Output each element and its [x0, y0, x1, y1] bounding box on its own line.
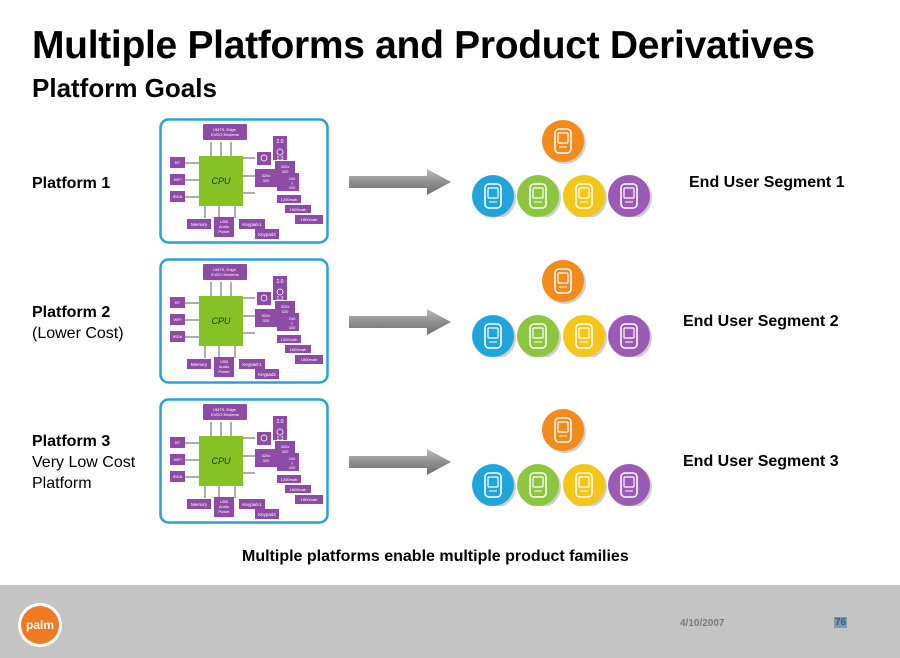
battery-label: 1600mah — [290, 347, 307, 352]
segment-3-label: End User Segment 3 — [683, 453, 839, 470]
camera-label: 1.3 — [277, 436, 284, 442]
io-chip-label: WiFi — [174, 317, 182, 322]
device-green-icon — [517, 175, 561, 219]
battery-label: 1200mah — [281, 337, 298, 342]
platform-3-arrow — [349, 449, 453, 475]
page-number: 76 — [834, 617, 848, 628]
palm-logo: palm — [17, 602, 63, 648]
device-blue-icon — [472, 464, 516, 508]
device-green-icon — [517, 315, 561, 359]
battery-label: 1600mah — [290, 487, 307, 492]
battery-label: 1600mah — [290, 207, 307, 212]
cpu-label: CPU — [211, 456, 231, 466]
keypad-label: Keypad-1 — [242, 502, 262, 507]
io-chip-label: WiFi — [174, 177, 182, 182]
io-chip-label: IRDA — [173, 474, 183, 479]
memory-label: Memory — [191, 362, 208, 367]
battery-label: 1800mah — [301, 217, 318, 222]
memory-label: Memory — [191, 502, 208, 507]
platform-2-arrow — [349, 309, 453, 335]
platform-detail: Very Low Cost Platform — [32, 454, 136, 492]
camera-label: 2.0 — [277, 139, 284, 145]
footer-bar — [0, 585, 900, 658]
modem-chip-label: UMTS, Edge,EVDO Modems — [211, 407, 239, 417]
platform-1-arrow — [349, 169, 453, 195]
segment-2-label: End User Segment 2 — [683, 313, 839, 330]
slide-subtitle: Platform Goals — [32, 73, 217, 103]
modem-chip-label: UMTS, Edge,EVDO Modems — [211, 127, 239, 137]
device-purple-icon — [608, 315, 652, 359]
footer-date: 4/10/2007 — [680, 618, 725, 629]
io-chip-label: BT — [175, 160, 181, 165]
battery-label: 1800mah — [301, 357, 318, 362]
device-yellow-icon — [563, 464, 607, 508]
platform-name: Platform 1 — [32, 175, 111, 192]
camera-label: 2.0 — [277, 419, 284, 425]
keypad-label: Keypad2 — [258, 512, 276, 517]
device-green-icon — [517, 464, 561, 508]
device-orange-icon — [542, 409, 586, 453]
io-chip-label: IRDA — [173, 334, 183, 339]
battery-label: 1800mah — [301, 497, 318, 502]
device-purple-icon — [608, 464, 652, 508]
device-orange-icon — [542, 120, 586, 164]
io-chip-label: BT — [175, 300, 181, 305]
device-blue-icon — [472, 175, 516, 219]
keypad-label: Keypad2 — [258, 232, 276, 237]
camera-label: 2.0 — [277, 279, 284, 285]
cpu-label: CPU — [211, 176, 231, 186]
io-chip-label: IRDA — [173, 194, 183, 199]
platform-detail: (Lower Cost) — [32, 325, 124, 342]
cpu-label: CPU — [211, 316, 231, 326]
platform-name: Platform 3 — [32, 433, 111, 450]
battery-label: 1200mah — [281, 477, 298, 482]
slide-title: Multiple Platforms and Product Derivativ… — [32, 24, 815, 67]
device-yellow-icon — [563, 315, 607, 359]
memory-label: Memory — [191, 222, 208, 227]
segment-1-label: End User Segment 1 — [689, 174, 845, 191]
platform-3-label: Platform 3 Very Low Cost Platform — [32, 431, 157, 494]
palm-logo-text: palm — [26, 618, 54, 632]
camera-label: 1.3 — [277, 156, 284, 162]
device-purple-icon — [608, 175, 652, 219]
battery-label: 1200mah — [281, 197, 298, 202]
device-family-2 — [470, 257, 658, 359]
platform-name: Platform 2 — [32, 304, 111, 321]
platform-1-label: Platform 1 — [32, 173, 110, 194]
io-chip-label: WiFi — [174, 457, 182, 462]
io-chip-label: BT — [175, 440, 181, 445]
device-yellow-icon — [563, 175, 607, 219]
slide-caption: Multiple platforms enable multiple produ… — [242, 548, 629, 565]
camera-label: 1.3 — [277, 296, 284, 302]
keypad-label: Keypad2 — [258, 372, 276, 377]
keypad-label: Keypad-1 — [242, 362, 262, 367]
keypad-label: Keypad-1 — [242, 222, 262, 227]
device-family-1 — [470, 117, 658, 219]
modem-chip-label: UMTS, Edge,EVDO Modems — [211, 267, 239, 277]
device-family-3 — [470, 406, 658, 508]
device-blue-icon — [472, 315, 516, 359]
device-orange-icon — [542, 260, 586, 304]
platform-2-label: Platform 2 (Lower Cost) — [32, 302, 124, 344]
